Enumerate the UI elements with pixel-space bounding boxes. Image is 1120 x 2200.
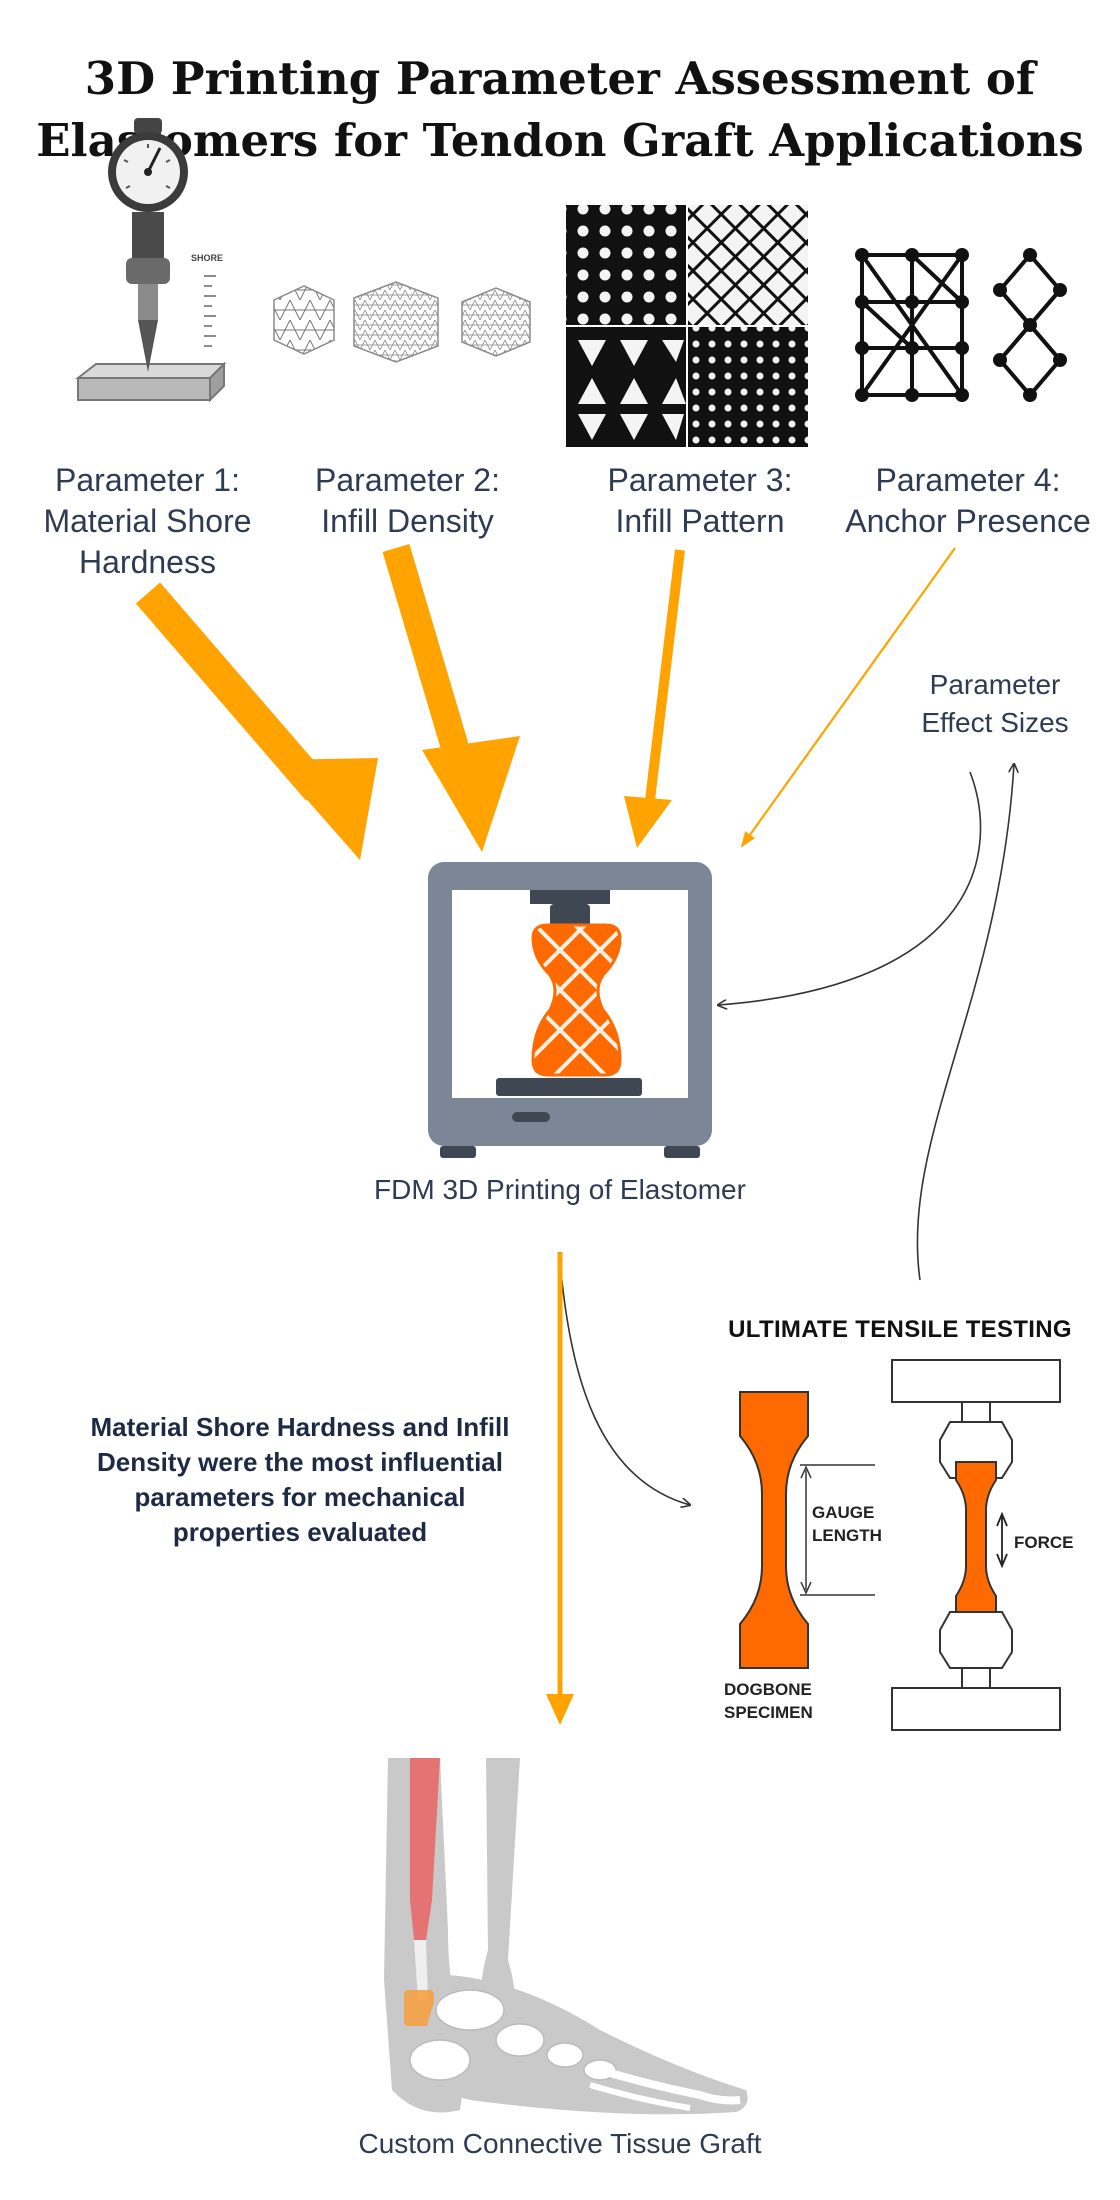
dogbone-label-line-2: SPECIMEN [724, 1703, 813, 1722]
key-finding-text: Material Shore Hardness and Infill Densi… [40, 1410, 560, 1550]
printer-to-tensile-arrow [559, 1259, 690, 1505]
effect-sizes-label: Parameter Effect Sizes [880, 666, 1110, 742]
parameter-3-line-2: Infill Pattern [615, 503, 785, 539]
parameter-1-line-3: Hardness [79, 544, 216, 580]
finding-line-2: Density were the most influential [97, 1447, 503, 1477]
diagram-title: 3D Printing Parameter Assessment of Elas… [0, 48, 1120, 172]
parameter-1-line-1: Parameter 1: [55, 462, 240, 498]
printer-to-graft-arrow [546, 1252, 574, 1725]
infill-pattern-icon [566, 205, 808, 447]
dogbone-label-line-1: DOGBONE [724, 1680, 812, 1699]
dogbone-specimen [739, 1391, 809, 1669]
parameter-3-label: Parameter 3: Infill Pattern [570, 460, 830, 542]
tensile-tester-icon [891, 1359, 1061, 1731]
parameter-4-line-1: Parameter 4: [875, 462, 1061, 498]
finding-line-4: properties evaluated [172, 1517, 428, 1547]
gauge-length-indicator: GAUGE LENGTH [800, 1464, 882, 1596]
finding-line-1: Material Shore Hardness and Infill [90, 1412, 510, 1442]
parameter-4-line-2: Anchor Presence [845, 503, 1091, 539]
parameter-1-arrow [135, 582, 378, 860]
title-line-1: 3D Printing Parameter Assessment of [84, 52, 1036, 105]
parameter-2-arrow [382, 544, 520, 852]
finding-line-3: parameters for mechanical [134, 1482, 466, 1512]
parameter-3-arrow [624, 549, 685, 848]
tensile-to-effect-size-arrow [916, 764, 1014, 1281]
parameter-3-line-1: Parameter 3: [607, 462, 793, 498]
parameter-2-label: Parameter 2: Infill Density [285, 460, 530, 542]
effect-sizes-line-1: Parameter [929, 669, 1061, 700]
graft-caption: Custom Connective Tissue Graft [358, 2128, 762, 2159]
force-label: FORCE [1014, 1533, 1074, 1552]
durometer-icon: SHORE [75, 118, 227, 403]
ankle-graft-icon [384, 1758, 748, 2115]
parameter-4-label: Parameter 4: Anchor Presence [818, 460, 1118, 542]
parameter-1-label: Parameter 1: Material Shore Hardness [0, 460, 295, 583]
infill-density-icon [273, 281, 531, 363]
effect-size-to-printer-arrow [718, 771, 982, 1005]
title-line-2: Elastomers for Tendon Graft Applications [36, 114, 1084, 167]
parameter-4-arrow [740, 547, 956, 848]
shore-gauge-label: SHORE [191, 253, 223, 263]
tensile-testing-title: ULTIMATE TENSILE TESTING [728, 1316, 1072, 1343]
parameter-1-line-2: Material Shore [43, 503, 252, 539]
effect-sizes-line-2: Effect Sizes [921, 707, 1069, 738]
gauge-label-line-1: GAUGE [812, 1503, 874, 1522]
printer-caption: FDM 3D Printing of Elastomer [374, 1174, 746, 1205]
printer-icon [428, 862, 712, 1158]
parameter-2-line-2: Infill Density [321, 503, 494, 539]
gauge-label-line-2: LENGTH [812, 1526, 882, 1545]
anchor-lattice-icon [855, 248, 1067, 402]
parameter-2-line-1: Parameter 2: [315, 462, 500, 498]
